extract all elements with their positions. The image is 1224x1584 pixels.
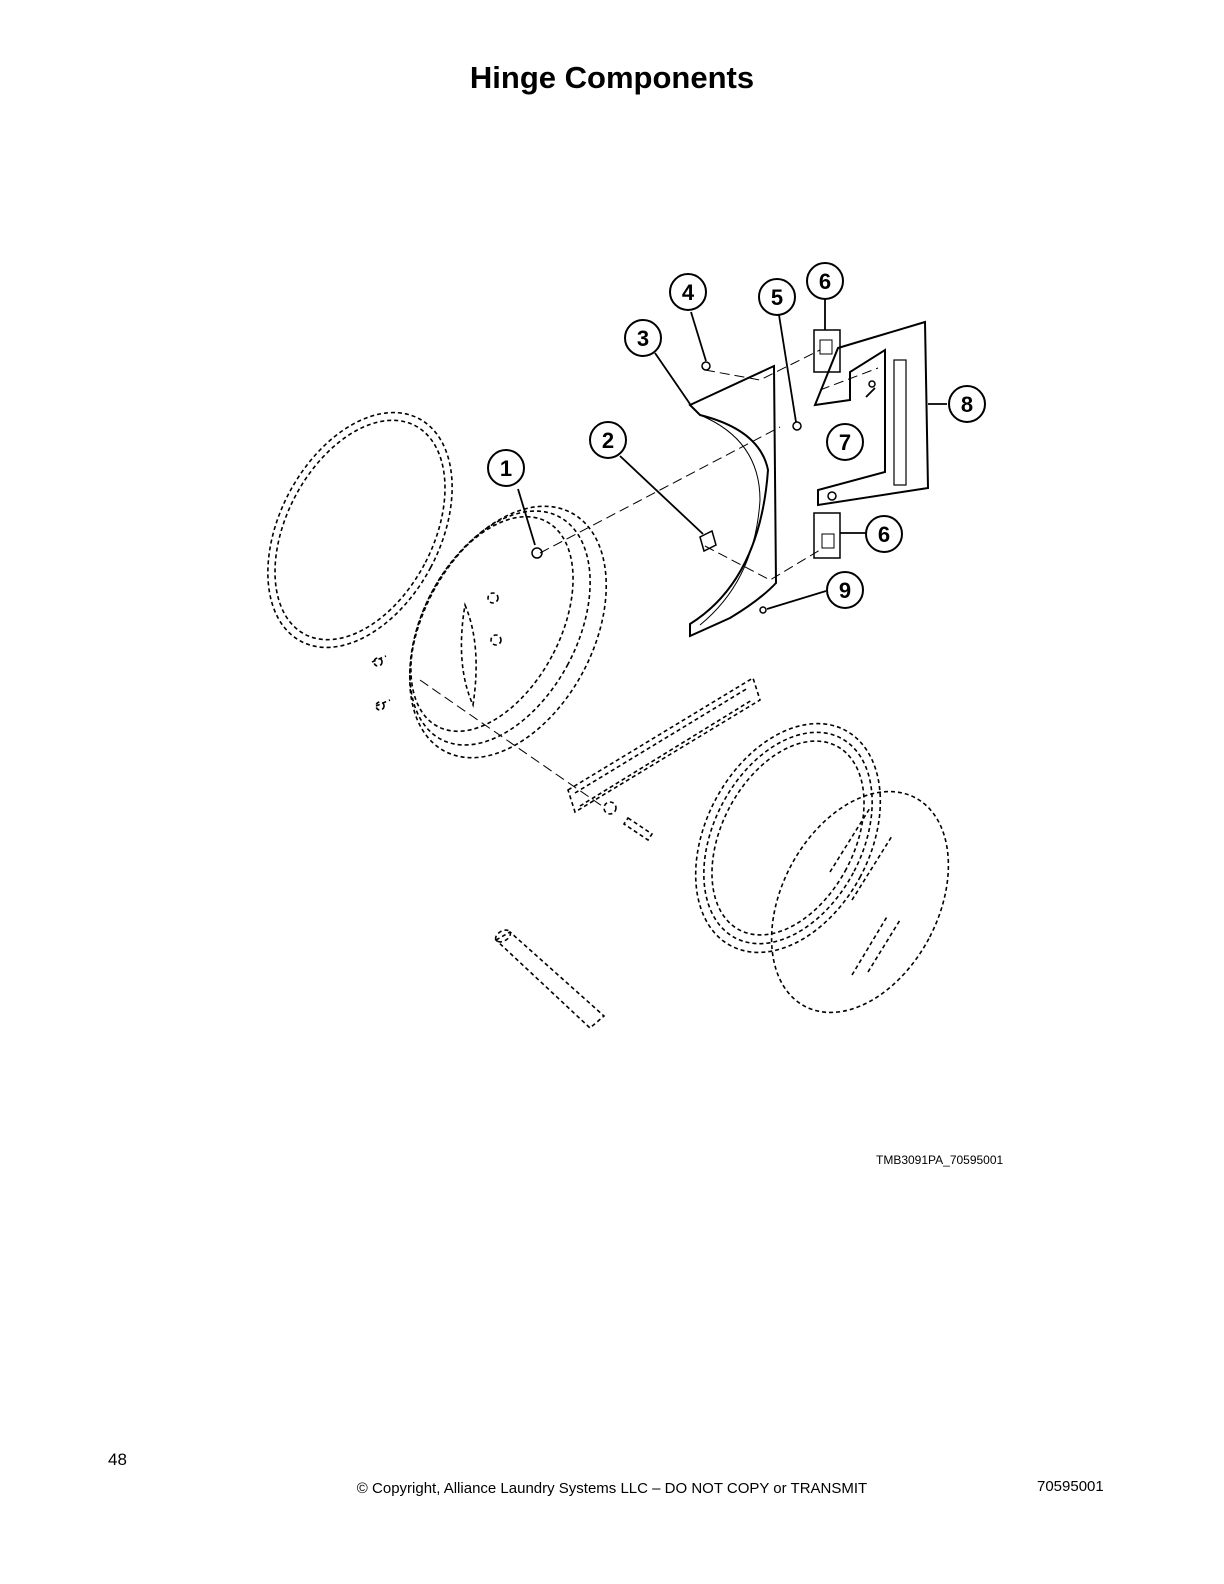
fastener-9 bbox=[759, 606, 767, 614]
hinge-bar-inner bbox=[574, 687, 753, 807]
hinge-block bbox=[699, 529, 717, 553]
svg-text:3: 3 bbox=[637, 326, 649, 351]
svg-text:6: 6 bbox=[878, 522, 890, 547]
hinge-bar bbox=[567, 676, 761, 814]
hinge-plate-slot bbox=[893, 359, 907, 486]
callout-6-top: 6 bbox=[806, 262, 844, 300]
callout-5: 5 bbox=[758, 278, 796, 316]
lower-washer bbox=[603, 801, 617, 815]
hinge-arm-inner bbox=[699, 414, 761, 626]
svg-text:9: 9 bbox=[839, 578, 851, 603]
figure-id: TMB3091PA_70595001 bbox=[876, 1153, 1004, 1167]
callouts: 1 2 3 4 5 6 6 7 8 9 bbox=[487, 262, 986, 609]
svg-text:2: 2 bbox=[602, 428, 614, 453]
callout-6-bottom: 6 bbox=[865, 515, 903, 553]
page-number: 48 bbox=[108, 1450, 127, 1469]
callout-8: 8 bbox=[948, 385, 986, 423]
callout-7: 7 bbox=[826, 423, 864, 461]
glass-gasket-mid bbox=[703, 731, 873, 945]
part6-detail-top bbox=[819, 339, 833, 355]
fastener-7 bbox=[868, 380, 876, 388]
hinge-pin-cap bbox=[494, 929, 512, 943]
callout-2: 2 bbox=[589, 421, 627, 459]
part6-box-top bbox=[813, 329, 841, 373]
callout-1: 1 bbox=[487, 449, 525, 487]
svg-text:4: 4 bbox=[682, 280, 695, 305]
door-frame-ring-outer bbox=[408, 505, 608, 759]
callout-9: 9 bbox=[826, 571, 864, 609]
fastener-4 bbox=[701, 361, 711, 371]
page-title: Hinge Components bbox=[469, 60, 755, 95]
svg-text:5: 5 bbox=[771, 285, 783, 310]
phantom-door-parts bbox=[267, 411, 950, 1030]
part6-box-bottom bbox=[813, 512, 841, 559]
alignment-lines bbox=[419, 349, 879, 809]
door-gasket-inner bbox=[274, 419, 446, 641]
hinge-arm bbox=[688, 364, 778, 638]
callout-4: 4 bbox=[669, 273, 707, 311]
hinge-solid-parts bbox=[531, 320, 930, 638]
plate-nut bbox=[827, 491, 837, 501]
door-gasket-outer bbox=[267, 411, 453, 649]
door-frame-ring-inner bbox=[410, 515, 574, 733]
glass-reflection-1 bbox=[829, 807, 893, 901]
ring-screws bbox=[371, 592, 502, 711]
copyright-notice: © Copyright, Alliance Laundry Systems LL… bbox=[356, 1480, 868, 1497]
glass-reflection-2 bbox=[851, 914, 901, 976]
svg-text:7: 7 bbox=[839, 430, 851, 455]
callout-leaders bbox=[517, 297, 947, 610]
callout-3: 3 bbox=[624, 319, 662, 357]
document-number: 70595001 bbox=[1037, 1478, 1104, 1495]
glass-gasket-outer bbox=[694, 722, 882, 954]
svg-text:6: 6 bbox=[819, 269, 831, 294]
door-glass bbox=[770, 790, 950, 1014]
part6-detail-bottom bbox=[821, 533, 835, 549]
fastener-5 bbox=[792, 421, 802, 431]
door-handle-outline bbox=[460, 602, 477, 708]
hinge-plate bbox=[813, 320, 930, 507]
door-frame-ring-mid bbox=[409, 510, 591, 746]
fastener-1 bbox=[531, 547, 543, 559]
svg-text:1: 1 bbox=[500, 456, 512, 481]
lower-bolt bbox=[622, 816, 654, 842]
svg-text:8: 8 bbox=[961, 392, 973, 417]
glass-gasket-inner bbox=[711, 740, 865, 936]
hinge-pin bbox=[494, 931, 606, 1030]
